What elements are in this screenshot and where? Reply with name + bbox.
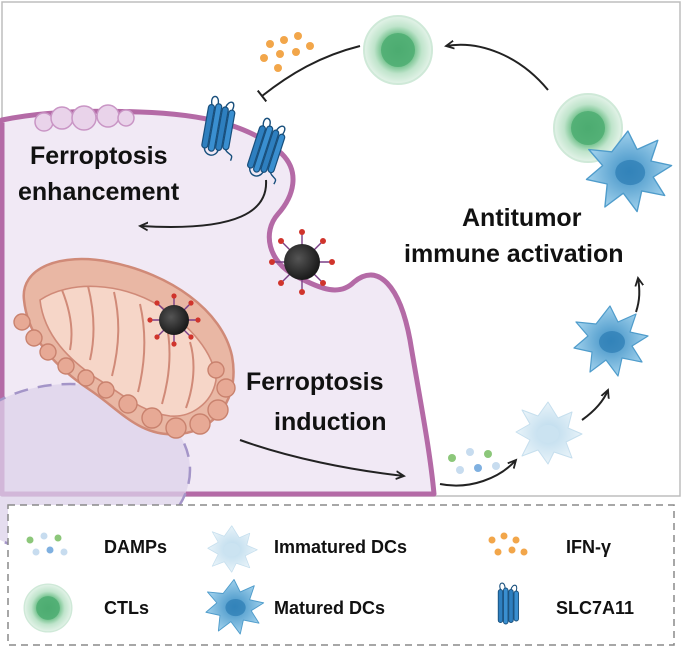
induction-label-1: Ferroptosis: [246, 368, 384, 396]
ifn-gamma-particles: [260, 32, 314, 72]
ctl-cell-top: [363, 15, 433, 85]
legend-label-ifn-gamma: IFN-γ: [566, 537, 611, 557]
enhancement-label-1: Ferroptosis: [30, 142, 168, 170]
legend-box: [7, 504, 675, 646]
activation-label-1: Antitumor: [462, 204, 582, 232]
legend-ctl-icon: [23, 583, 73, 633]
legend-slc7a11-icon: [497, 582, 519, 625]
legend-label-immatured-dcs: Immatured DCs: [274, 537, 407, 557]
enhancement-label-2: enhancement: [18, 178, 180, 206]
activation-label-2: immune activation: [404, 240, 624, 268]
legend-label-damps: DAMPs: [104, 537, 167, 557]
damps-particles: [448, 448, 500, 474]
legend-damps-icon: [26, 532, 68, 556]
legend-label-ctls: CTLs: [104, 598, 149, 618]
induction-label-2: induction: [274, 408, 386, 436]
legend-label-slc7a11: SLC7A11: [556, 598, 634, 618]
nanoparticle-mito: [147, 293, 201, 347]
nanoparticle-membrane: [269, 229, 335, 295]
legend-matured-dc-icon: [205, 579, 265, 635]
arrows: [140, 45, 639, 487]
membrane-vesicles: [34, 104, 135, 132]
legend-ifn-gamma-icon: [488, 532, 528, 556]
legend-label-matured-dcs: Matured DCs: [274, 598, 385, 618]
